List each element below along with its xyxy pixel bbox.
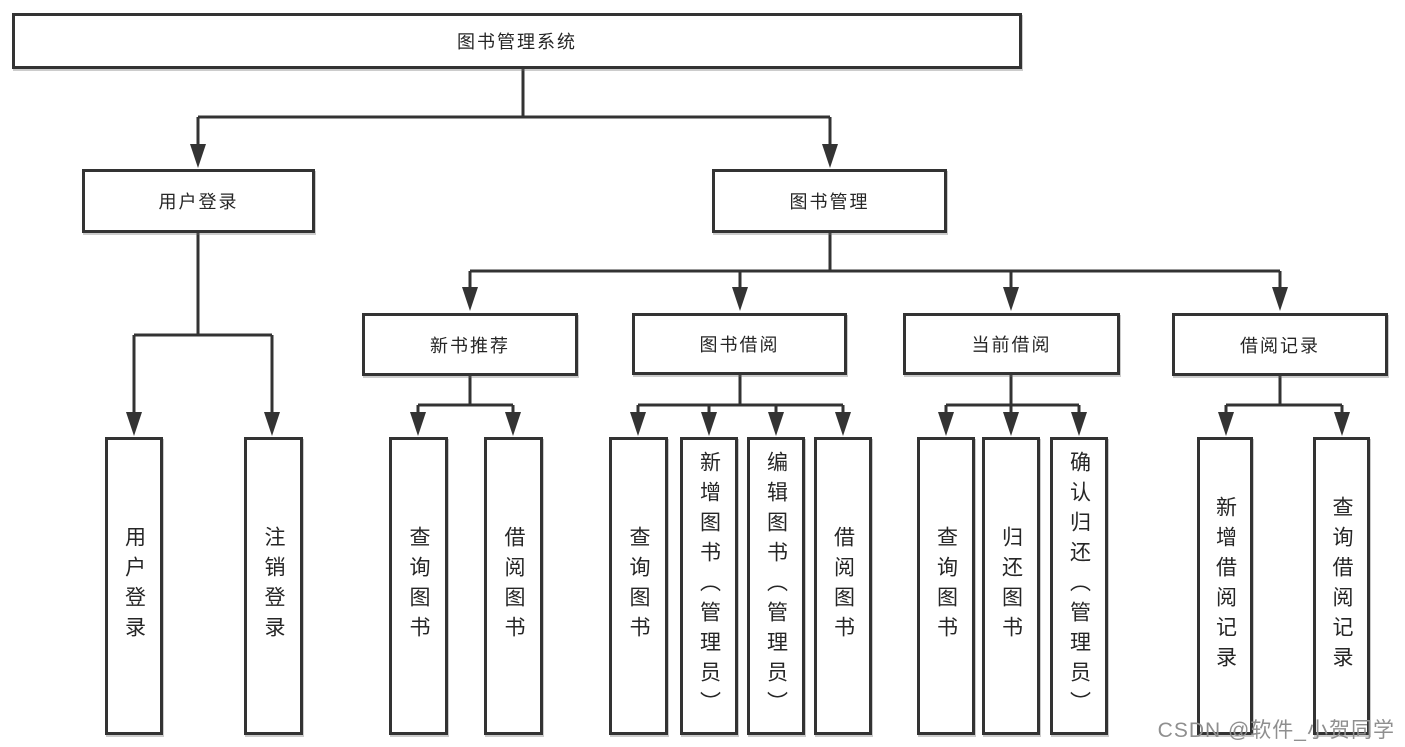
- node-label: 图书借阅: [699, 335, 780, 355]
- node-label: 归还图书: [999, 526, 1023, 646]
- arrowhead-icon: [1003, 412, 1019, 436]
- leaf-edit-books-admin: 编辑图书（管理员）: [747, 437, 805, 735]
- node-label: 注销登录: [262, 526, 285, 646]
- leaf-query-borrow-record: 查询借阅记录: [1313, 437, 1370, 735]
- leaf-newbooks-query-books: 查询图书: [389, 437, 448, 735]
- node-label: 确认归还（管理员）: [1067, 451, 1091, 721]
- node-label: 当前借阅: [971, 335, 1052, 355]
- node-label: 查询图书: [407, 526, 430, 646]
- node-current-borrowing: 当前借阅: [903, 313, 1120, 375]
- arrowhead-icon: [835, 412, 851, 436]
- leaf-newbooks-borrow-books: 借阅图书: [484, 437, 543, 735]
- node-book-borrowing: 图书借阅: [632, 313, 847, 375]
- node-label: 编辑图书（管理员）: [764, 451, 788, 721]
- arrowhead-icon: [505, 412, 521, 436]
- arrowhead-icon: [126, 412, 142, 436]
- node-library-management-system: 图书管理系统: [12, 13, 1022, 69]
- node-label: 查询借阅记录: [1330, 496, 1353, 676]
- arrowhead-icon: [264, 412, 280, 436]
- arrowhead-icon: [1272, 287, 1288, 311]
- node-new-book-recommendation: 新书推荐: [362, 313, 578, 376]
- node-user-login-branch: 用户登录: [82, 169, 315, 233]
- leaf-add-books-admin: 新增图书（管理员）: [680, 437, 738, 735]
- csdn-watermark: CSDN @软件_小贺同学: [1157, 719, 1395, 742]
- leaf-user-login: 用户登录: [105, 437, 163, 735]
- arrowhead-icon: [822, 144, 838, 168]
- node-label: 借阅记录: [1240, 335, 1320, 356]
- arrowhead-icon: [1218, 412, 1234, 436]
- node-label: 图书管理系统: [457, 32, 577, 52]
- arrowhead-icon: [1071, 412, 1087, 436]
- arrowhead-icon: [410, 412, 426, 436]
- leaf-borrowing-query-books: 查询图书: [609, 437, 668, 735]
- node-label: 借阅图书: [831, 526, 855, 646]
- arrowhead-icon: [938, 412, 954, 436]
- arrowhead-icon: [462, 287, 478, 311]
- leaf-add-borrow-record: 新增借阅记录: [1197, 437, 1253, 735]
- node-label: 新增图书（管理员）: [697, 451, 721, 721]
- leaf-return-books: 归还图书: [982, 437, 1040, 735]
- leaf-confirm-return-admin: 确认归还（管理员）: [1050, 437, 1108, 735]
- leaf-borrowing-borrow-books: 借阅图书: [814, 437, 872, 735]
- arrowhead-icon: [630, 412, 646, 436]
- node-label: 用户登录: [122, 526, 146, 646]
- node-label: 查询图书: [627, 526, 650, 646]
- node-book-management: 图书管理: [712, 169, 947, 233]
- node-label: 新书推荐: [430, 335, 510, 356]
- node-label: 用户登录: [158, 192, 239, 212]
- node-label: 图书管理: [789, 192, 870, 212]
- node-label: 查询图书: [934, 526, 958, 646]
- arrowhead-icon: [701, 412, 717, 436]
- node-borrowing-records: 借阅记录: [1172, 313, 1388, 376]
- arrowhead-icon: [1003, 287, 1019, 311]
- arrowhead-icon: [768, 412, 784, 436]
- arrowhead-icon: [1334, 412, 1350, 436]
- node-label: 新增借阅记录: [1213, 496, 1237, 676]
- arrowhead-icon: [732, 287, 748, 311]
- leaf-logout: 注销登录: [244, 437, 303, 735]
- node-label: 借阅图书: [502, 526, 525, 646]
- arrowhead-icon: [190, 144, 206, 168]
- leaf-current-query-books: 查询图书: [917, 437, 975, 735]
